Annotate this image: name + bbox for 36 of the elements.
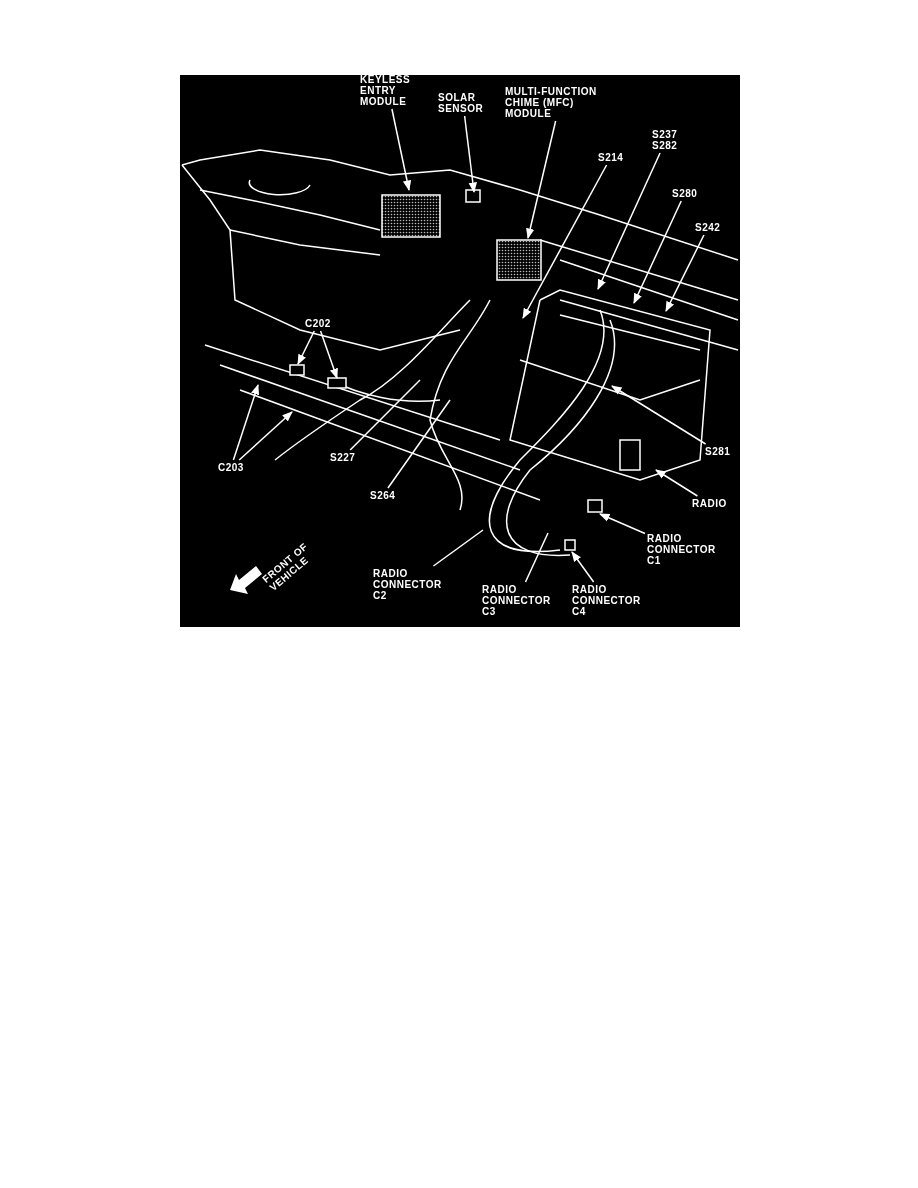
- part-label: S281: [705, 446, 731, 457]
- leader-arrow: [599, 513, 646, 535]
- leader-arrow: [463, 115, 477, 194]
- leader-arrow: [319, 330, 338, 379]
- leader-arrow: [665, 234, 705, 312]
- leader-line: [349, 379, 421, 451]
- leader-arrow: [655, 469, 699, 497]
- part-label: S214: [598, 152, 624, 163]
- leader-arrow: [633, 200, 682, 304]
- leader-line: [387, 399, 451, 489]
- leader-arrow: [238, 411, 293, 461]
- part-label: S242: [695, 222, 721, 233]
- leader-arrow: [522, 164, 608, 319]
- part-label: S264: [370, 490, 396, 501]
- part-label: S280: [672, 188, 698, 199]
- part-label: C202: [305, 318, 331, 329]
- leader-arrow: [611, 385, 707, 445]
- part-label: C203: [218, 462, 244, 473]
- part-label: RADIO CONNECTOR C4: [572, 584, 642, 617]
- leader-line: [432, 529, 484, 567]
- part-label: KEYLESS ENTRY MODULE: [360, 74, 416, 107]
- part-label: S227: [330, 452, 356, 463]
- leader-arrow: [232, 384, 260, 461]
- part-label: RADIO: [692, 498, 727, 509]
- part-label: S237 S282: [652, 129, 680, 151]
- part-label: RADIO CONNECTOR C1: [647, 533, 717, 566]
- part-label: MULTI-FUNCTION CHIME (MFC) MODULE: [505, 86, 615, 119]
- leader-arrow: [571, 551, 595, 583]
- part-label: SOLAR SENSOR: [438, 92, 488, 114]
- part-label: RADIO CONNECTOR C3: [482, 584, 552, 617]
- leader-arrow: [297, 330, 315, 365]
- leader-line: [524, 532, 549, 583]
- part-label: RADIO CONNECTOR C2: [373, 568, 443, 601]
- leader-arrow: [526, 120, 557, 239]
- leader-arrow: [391, 108, 412, 192]
- leader-arrow: [597, 152, 661, 290]
